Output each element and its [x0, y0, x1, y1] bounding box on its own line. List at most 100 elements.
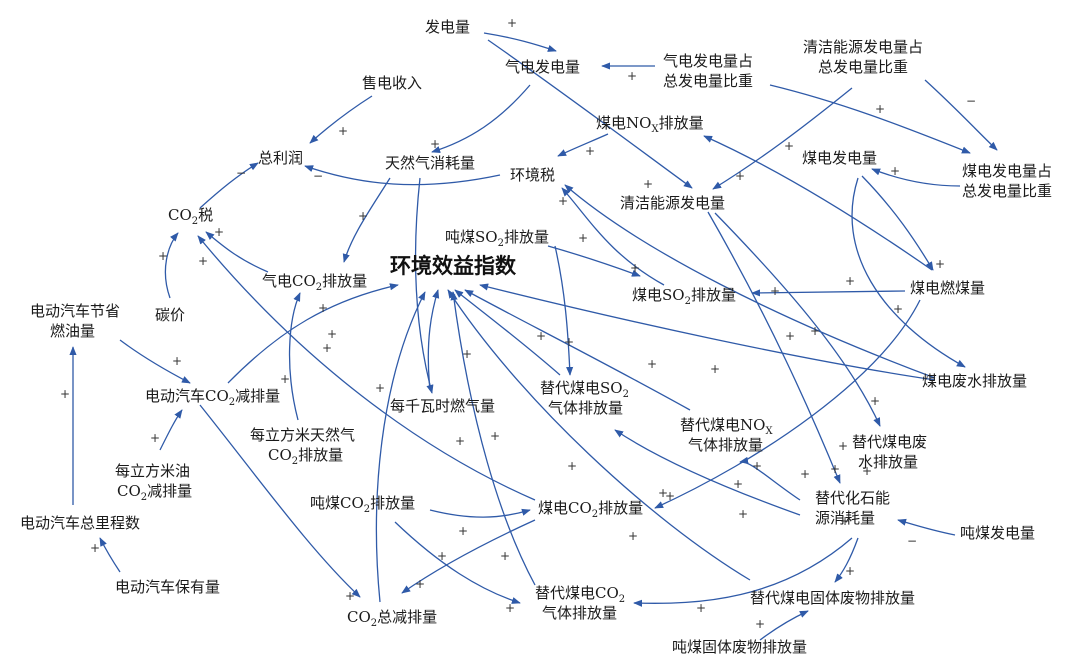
edge-meidianfadian-to-feishui: [851, 177, 966, 368]
edge-dunmeiso2-to-meidianso2: [547, 245, 641, 277]
node-dunmei-guti: 吨煤固体废物排放量: [672, 638, 807, 656]
node-meidian-fadianliang: 煤电发电量: [802, 149, 877, 167]
edge-feishui-to-main: [479, 283, 936, 381]
polarity-sign: +: [752, 459, 762, 473]
polarity-sign: −: [907, 534, 917, 548]
edge-evco2-to-main: [227, 283, 399, 384]
edge-huanjingshui-to-zonglirun: [304, 165, 501, 186]
diagram-title: 环境效益指数: [390, 254, 517, 278]
polarity-sign: −: [313, 169, 323, 183]
edge-baoyou-to-licheng: [99, 537, 121, 573]
edge-dunmeiso2-to-tidaiso2: [554, 245, 574, 376]
edge-fadian-to-qidian: [483, 32, 557, 52]
node-meilifang-you: 每立方米油 CO2减排量: [115, 462, 195, 503]
polarity-sign: +: [322, 341, 332, 355]
polarity-sign: +: [845, 274, 855, 288]
polarity-sign: +: [738, 507, 748, 521]
polarity-sign: +: [840, 514, 850, 528]
polarity-sign: +: [280, 372, 290, 386]
edge-meidianfadian-to-ranmei: [861, 175, 934, 271]
polarity-sign: +: [338, 124, 348, 138]
polarity-sign: +: [643, 177, 653, 191]
polarity-sign: +: [60, 387, 70, 401]
node-meiqianwa-qi: 每千瓦时燃气量: [390, 397, 495, 415]
polarity-sign: +: [358, 209, 368, 223]
edge-meidianco2-to-co2shui: [197, 235, 536, 501]
node-fadianliang: 发电量: [425, 18, 470, 36]
polarity-sign: +: [327, 327, 337, 341]
edge-tidaiso2-to-main: [454, 289, 561, 376]
edge-tianranqi-to-qidianco2: [342, 177, 391, 263]
polarity-sign: +: [875, 102, 885, 116]
node-huanjingshui: 环境税: [510, 166, 555, 184]
edge-dunmeifadian-to-tidaihuashi: [897, 518, 956, 536]
node-qingjie-fadian: 清洁能源发电量: [620, 194, 725, 212]
polarity-sign: +: [800, 467, 810, 481]
polarity-sign: +: [627, 69, 637, 83]
polarity-sign: +: [507, 16, 517, 30]
polarity-sign: +: [647, 357, 657, 371]
polarity-sign: +: [838, 439, 848, 453]
polarity-sign: +: [318, 301, 328, 315]
node-meidian-feishui: 煤电废水排放量: [922, 372, 1027, 390]
polarity-sign: +: [585, 144, 595, 158]
edge-ranmei-to-so2: [751, 289, 906, 297]
polarity-sign: +: [755, 617, 765, 631]
node-tidai-so2: 替代煤电SO2 气体排放量: [540, 379, 634, 417]
polarity-sign: +: [455, 434, 465, 448]
edge-dunmeico2-to-meidianco2: [429, 508, 531, 518]
edges: [69, 32, 998, 641]
node-tianranqi: 天然气消耗量: [385, 154, 475, 172]
polarity-sign: +: [345, 589, 355, 603]
node-qidian-fadianliang: 气电发电量: [505, 58, 580, 76]
polarity-sign: +: [172, 354, 182, 368]
edge-tidaiguti-to-main: [447, 289, 751, 581]
edge-shoudian-to-zonglirun: [309, 95, 373, 144]
polarity-sign: +: [150, 431, 160, 445]
polarity-sign: +: [437, 549, 447, 563]
edge-so2-to-huanjingshui: [561, 187, 665, 286]
polarity-sign: −: [236, 166, 246, 180]
node-meidian-co2: 煤电CO2排放量: [538, 499, 643, 520]
edge-dunmeico2-to-tidaico2: [394, 521, 521, 604]
edge-tidaihuashi-to-nox: [739, 456, 801, 501]
edge-tidaico2-to-main: [450, 291, 536, 586]
edge-qidian-to-tianranqi: [431, 84, 531, 153]
edge-fadian-to-qingjie: [487, 39, 693, 189]
node-meilifang-tianranqi: 每立方米天然气 CO2排放量: [250, 426, 360, 467]
edge-meilifangyou-to-evco2: [159, 409, 183, 451]
polarity-sign: +: [870, 394, 880, 408]
edge-qingjiezhanbi-to-qingjie: [712, 87, 853, 190]
polarity-sign: +: [890, 164, 900, 178]
polarity-sign: +: [770, 284, 780, 298]
polarity-sign: +: [735, 169, 745, 183]
node-shoudian-shouru: 售电收入: [362, 74, 422, 92]
polarity-sign: +: [630, 261, 640, 275]
node-ev-jieshengyou: 电动汽车节省 燃油量: [30, 302, 125, 340]
edge-qidianco2-to-co2shui: [205, 231, 269, 273]
polarity-sign: +: [665, 489, 675, 503]
edge-tidainox-to-main: [464, 289, 691, 411]
node-qidian-co2: 气电CO2排放量: [262, 272, 367, 293]
polarity-sign: +: [710, 362, 720, 376]
polarity-sign: +: [784, 139, 794, 153]
polarity-sign: +: [490, 429, 500, 443]
polarity-sign: +: [430, 137, 440, 151]
polarity-sign: +: [830, 462, 840, 476]
edge-tianranqimei-to-qidianco2: [288, 292, 301, 421]
node-tidai-huashi: 替代化石能 源消耗量: [815, 489, 895, 527]
polarity-sign: +: [935, 257, 945, 271]
edge-qingjie-to-tidaifeishui: [714, 212, 881, 427]
node-meidian-nox: 煤电NOX排放量: [596, 114, 704, 135]
edge-ranmei-to-nox: [703, 135, 933, 271]
node-qidian-zhanbi: 气电发电量占 总发电量比重: [663, 52, 758, 90]
polarity-sign: +: [893, 302, 903, 316]
node-dunmei-so2: 吨煤SO2排放量: [445, 228, 549, 249]
node-tidai-guti: 替代煤电固体废物排放量: [750, 589, 915, 607]
node-meidian-so2: 煤电SO2排放量: [632, 286, 736, 307]
node-ev-baoyou: 电动汽车保有量: [115, 578, 220, 596]
edge-nox-to-huanjingshui: [557, 133, 609, 157]
polarity-sign: +: [158, 249, 168, 263]
edge-qingjie-to-tidaihuashi: [707, 211, 841, 484]
